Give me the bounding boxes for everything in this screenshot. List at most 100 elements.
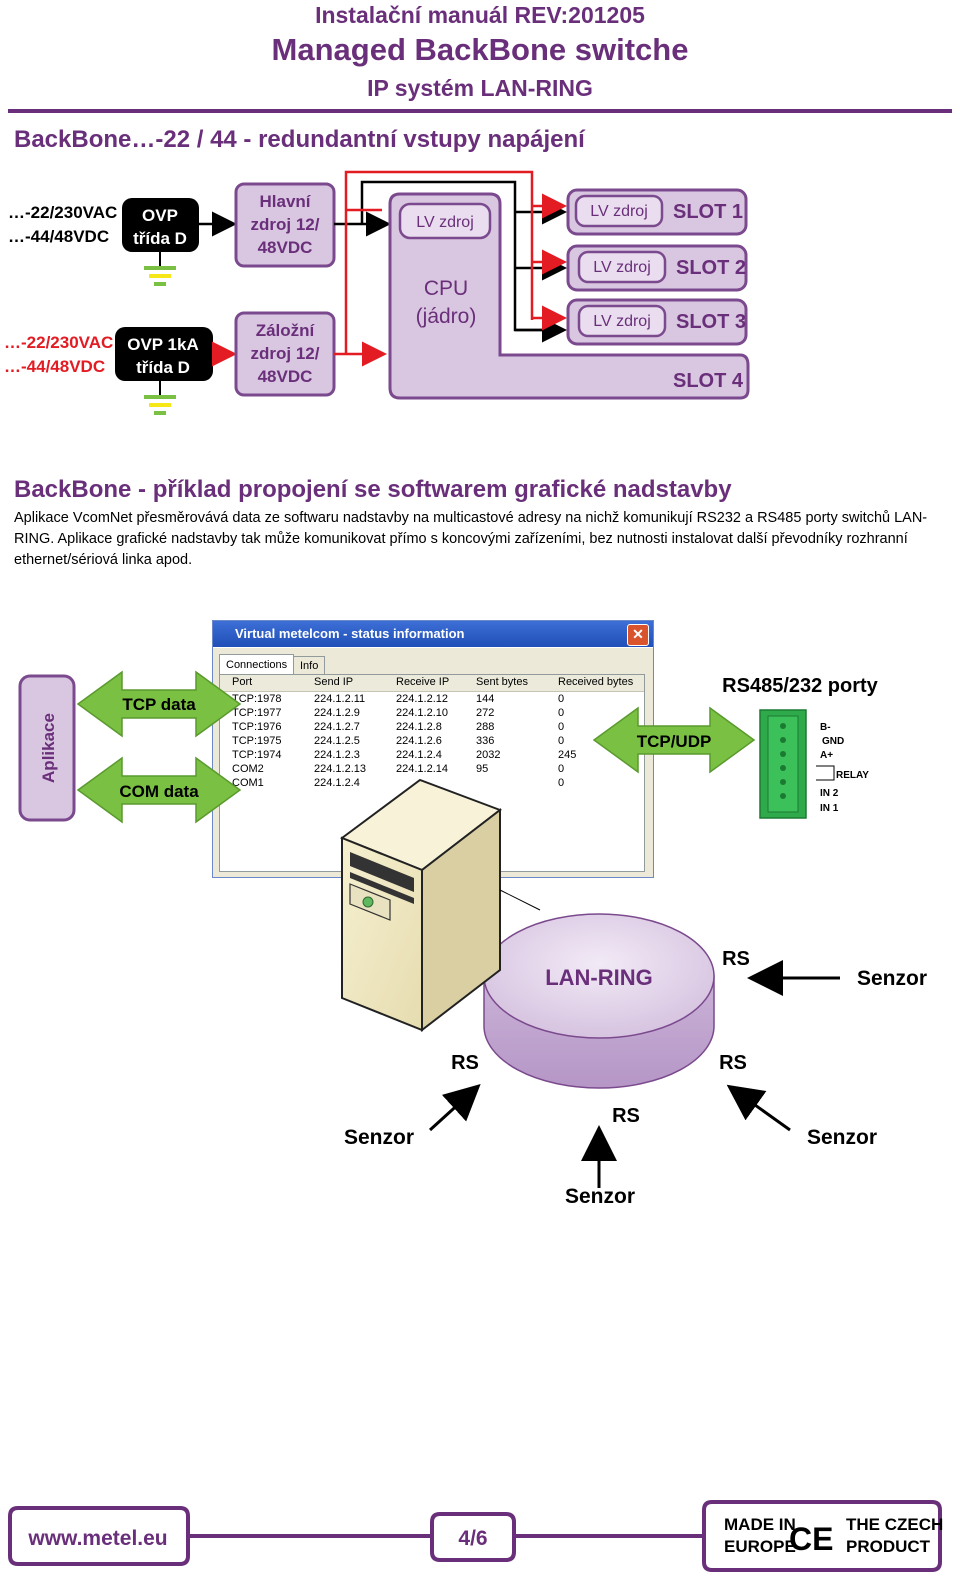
badge-product: PRODUCT [846, 1537, 931, 1556]
ovp-backup-label-1: OVP 1kA [127, 335, 199, 354]
connector-label-gnd: GND [822, 736, 844, 747]
table-cell: 0 [558, 721, 565, 733]
ovp-backup-label-2: třída D [136, 358, 190, 377]
table-cell: 224.1.2.13 [314, 763, 366, 775]
table-cell: 224.1.2.8 [396, 721, 442, 733]
rs-label-right-top: RS [722, 948, 750, 970]
ovp-main-label-1: OVP [142, 206, 178, 225]
rs-label-bottom: RS [612, 1105, 640, 1127]
slot-2-label: SLOT 2 [676, 257, 746, 279]
lan-ring-disc [483, 913, 715, 1089]
header-line3: IP systém LAN-RING [367, 75, 593, 101]
ground-icon-main [144, 252, 176, 286]
section2-paragraph: Aplikace VcomNet přesměrovává data ze so… [14, 510, 928, 568]
table-cell: 224.1.2.14 [396, 763, 448, 775]
backup-psu-label-2: zdroj 12/ [251, 344, 320, 363]
badge-the-czech: THE CZECH [846, 1515, 943, 1534]
table-cell: TCP:1975 [232, 735, 282, 747]
col-send-ip[interactable]: Send IP [314, 676, 354, 688]
table-cell: 224.1.2.4 [314, 777, 360, 789]
grid-header: Port Send IP Receive IP Sent bytes Recei… [220, 675, 644, 692]
table-cell: 245 [558, 749, 577, 761]
table-cell: TCP:1974 [232, 749, 282, 761]
col-receive-ip[interactable]: Receive IP [396, 676, 450, 688]
connector-label-in1: IN 1 [820, 803, 839, 814]
table-cell: 0 [558, 763, 565, 775]
table-cell: 144 [476, 693, 495, 705]
main-psu-label-1: Hlavní [259, 192, 311, 211]
rs-label-left: RS [451, 1052, 479, 1074]
ground-icon-backup [144, 381, 176, 415]
terminal-block-icon [759, 709, 807, 819]
badge-made-in: MADE IN [724, 1515, 796, 1534]
close-icon[interactable]: ✕ [627, 624, 649, 646]
table-cell: 224.1.2.11 [314, 693, 366, 705]
table-cell: 224.1.2.3 [314, 749, 360, 761]
cpu-lv-box [398, 202, 492, 240]
ports-title: RS485/232 porty [722, 675, 879, 697]
header-line1: Instalační manuál REV:201205 [315, 2, 645, 28]
header-line2: Managed BackBone switche [271, 32, 689, 67]
footer-website[interactable]: www.metel.eu [27, 1527, 167, 1550]
com-data-label: COM data [119, 782, 199, 801]
input-main-label-1: …-22/230VAC [8, 203, 117, 222]
table-cell: 0 [558, 777, 565, 789]
col-port[interactable]: Port [232, 676, 253, 688]
ce-mark-icon: CE [789, 1521, 833, 1557]
table-cell: 224.1.2.5 [314, 735, 360, 747]
sensor-arrow-right [726, 1084, 791, 1132]
slot-3-label: SLOT 3 [676, 311, 746, 333]
connector-label-in2: IN 2 [820, 788, 839, 799]
connection-diagram: Aplikace TCP data COM data TCP/UDP RS485… [18, 670, 927, 1208]
section1-title: BackBone…-22 / 44 - redundantní vstupy n… [14, 126, 585, 153]
table-cell: 224.1.2.9 [314, 707, 360, 719]
col-sent-bytes[interactable]: Sent bytes [476, 676, 528, 688]
input-main-label-2: …-44/48VDC [8, 227, 109, 246]
lan-ring-label: LAN-RING [545, 965, 653, 990]
window-titlebar: Virtual metelcom - status information ✕ [213, 621, 653, 647]
power-diagram: …-22/230VAC …-44/48VDC …-22/230VAC …-44/… [4, 170, 750, 415]
tcp-udp-label: TCP/UDP [637, 732, 712, 751]
cpu-box [388, 192, 750, 400]
table-cell: 288 [476, 721, 495, 733]
table-cell: TCP:1977 [232, 707, 282, 719]
table-cell: 0 [558, 735, 565, 747]
ovp-main-box [122, 198, 199, 252]
ovp-backup-box [115, 327, 213, 381]
input-backup-label-1: …-22/230VAC [4, 333, 113, 352]
tab-info[interactable]: Info [293, 656, 326, 675]
tcp-udp-arrow [592, 706, 756, 774]
badge-europe: EUROPE [724, 1537, 796, 1556]
table-cell: 95 [476, 763, 489, 775]
header-divider [8, 109, 952, 113]
table-cell: COM1 [232, 777, 264, 789]
cpu-lv-label: LV zdroj [416, 214, 474, 231]
connector-label-b: B- [820, 722, 831, 733]
main-psu-label-2: zdroj 12/ [251, 215, 320, 234]
table-cell: TCP:1978 [232, 693, 282, 705]
tcp-data-arrow [76, 670, 242, 738]
tab-connections[interactable]: Connections [219, 654, 295, 675]
table-row[interactable]: COM1 224.1.2.4 0 [220, 776, 644, 790]
table-cell: 272 [476, 707, 495, 719]
col-received-bytes[interactable]: Received bytes [558, 676, 634, 688]
slot-1-lv-label: LV zdroj [590, 203, 648, 220]
cpu-label-2: (jádro) [416, 305, 477, 328]
table-cell: 0 [558, 693, 565, 705]
slot-2-lv-label: LV zdroj [593, 259, 651, 276]
sensor-arrow-left [428, 1083, 481, 1132]
sensor-label-left: Senzor [344, 1126, 414, 1149]
table-cell: 224.1.2.7 [314, 721, 360, 733]
slot-1-label: SLOT 1 [673, 201, 743, 223]
sensor-label-bottom: Senzor [565, 1185, 635, 1208]
table-cell: 224.1.2.4 [396, 749, 442, 761]
slot-4-label: SLOT 4 [673, 370, 744, 392]
table-cell: 224.1.2.10 [396, 707, 448, 719]
